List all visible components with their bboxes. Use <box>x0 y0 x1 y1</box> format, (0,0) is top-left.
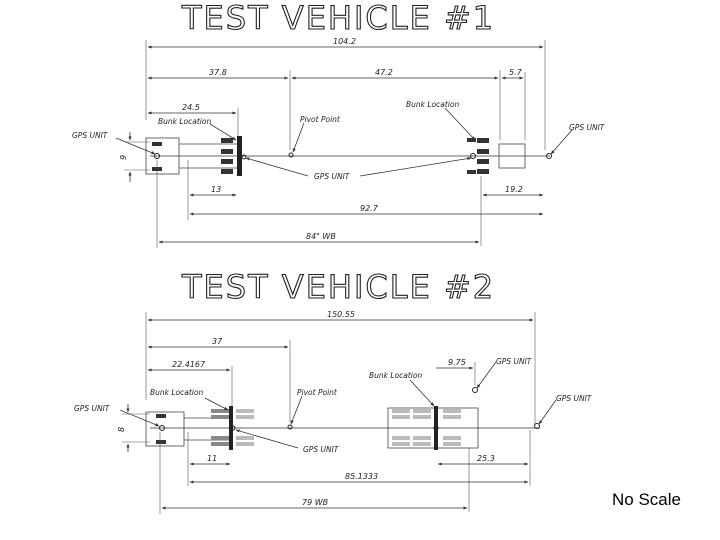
vehicle-1-pivot-point <box>288 152 294 158</box>
dim2-wb: 79 WB <box>302 498 328 507</box>
vehicle-2-drawing: TEST VEHICLE #2 150.55 37 22.4167 9.75 <box>74 267 593 514</box>
dim-b: 47.2 <box>375 68 393 77</box>
dim2-b: 22.4167 <box>172 360 206 369</box>
vehicle-1-gps-center-label: GPS UNIT <box>314 172 351 181</box>
dim2-side: 8 <box>117 427 126 432</box>
dim2-overall: 150.55 <box>327 310 355 319</box>
vehicle-2-title: TEST VEHICLE #2 <box>181 268 495 306</box>
vehicle-1-title: TEST VEHICLE #1 <box>181 0 495 37</box>
dim-side: 9 <box>119 155 128 160</box>
dim-a: 37.8 <box>209 68 227 77</box>
vehicle-2-pivot-point <box>287 424 293 430</box>
vehicle-1-bunk-rear-label: Bunk Location <box>406 100 459 109</box>
dim-c: 5.7 <box>509 68 523 77</box>
vehicle-2-bunk-front-label: Bunk Location <box>150 388 203 397</box>
dim-g: 92.7 <box>360 204 379 213</box>
vehicle-1-gps-left-label: GPS UNIT <box>72 131 109 140</box>
vehicle-2-rear-bunk <box>392 406 461 450</box>
vehicle-2-gps-left-label: GPS UNIT <box>74 404 111 413</box>
dim-wb: 84" WB <box>306 232 336 241</box>
dim-overall: 104.2 <box>333 37 356 46</box>
vehicle-2-gps-center-label: GPS UNIT <box>303 445 340 454</box>
dim2-a: 37 <box>212 337 223 346</box>
vehicle-2-bunk-rear-label: Bunk Location <box>369 371 422 380</box>
dim-d: 24.5 <box>182 103 200 112</box>
dim2-d: 11 <box>207 454 217 463</box>
vehicle-2-gps-top-label: GPS UNIT <box>496 357 533 366</box>
dim2-f: 85.1333 <box>345 472 378 481</box>
no-scale-note: No Scale <box>612 490 681 509</box>
dim2-c: 9.75 <box>448 358 466 367</box>
dim-f: 19.2 <box>505 185 523 194</box>
vehicle-1-pivot-label: Pivot Point <box>300 115 341 124</box>
dim-e: 13 <box>211 185 221 194</box>
vehicle-1-bunk-front-label: Bunk Location <box>158 117 211 126</box>
dim2-e: 25.3 <box>477 454 495 463</box>
vehicle-1-gps-right-label: GPS UNIT <box>569 123 606 132</box>
vehicle-1-drawing: TEST VEHICLE #1 104.2 37.8 47.2 5.7 24.5 <box>72 0 606 248</box>
vehicle-2-front-body <box>145 411 185 447</box>
vehicle-2-pivot-label: Pivot Point <box>297 388 338 397</box>
vehicle-2-gps-right-label: GPS UNIT <box>556 394 593 403</box>
